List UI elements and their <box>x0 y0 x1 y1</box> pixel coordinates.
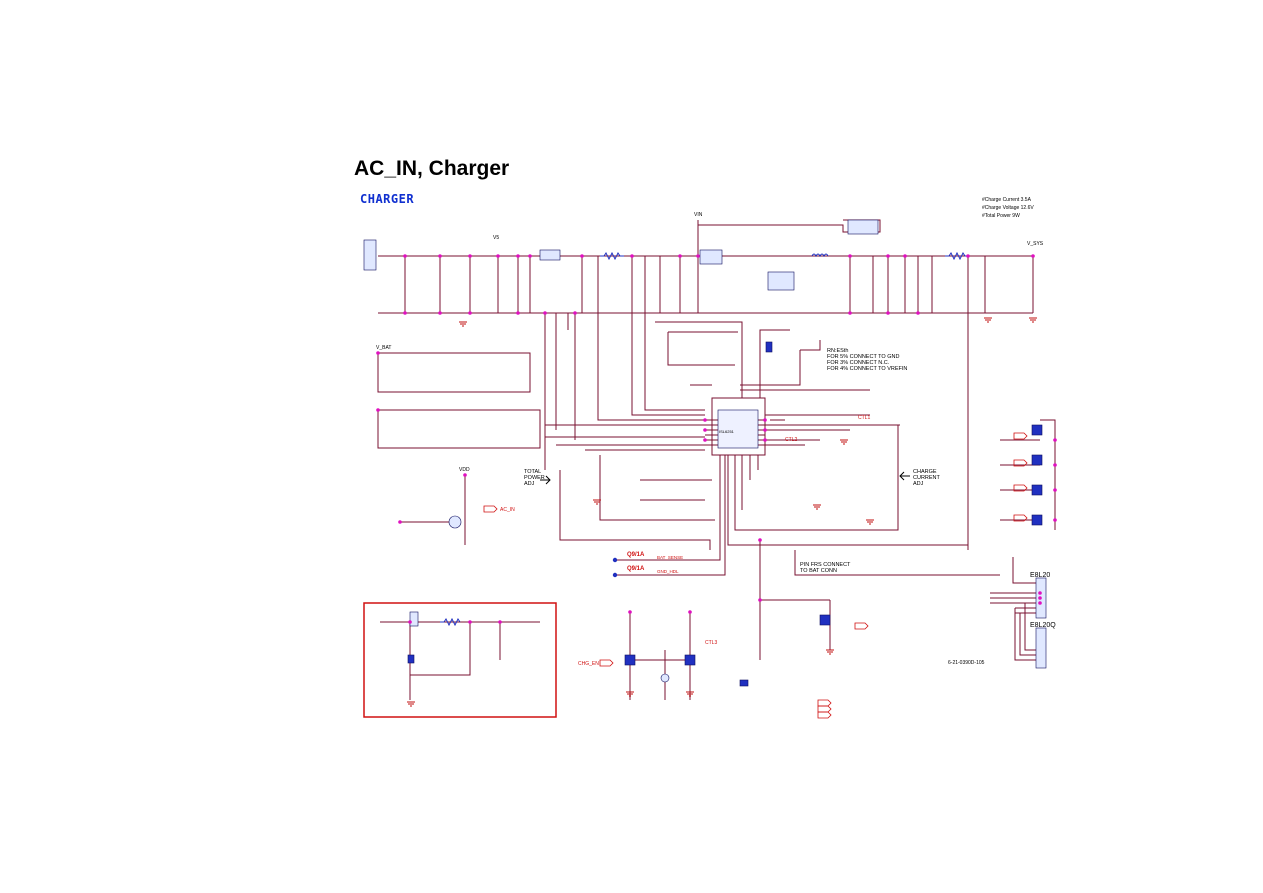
acin-net-label: AC_IN <box>500 507 515 513</box>
inductors <box>440 251 969 627</box>
ctl3-net-label: CTL3 <box>705 640 718 646</box>
bat-conn-note: PIN FRS CONNECT TO BAT CONN <box>800 562 851 574</box>
page-title: AC_IN, Charger <box>354 157 510 180</box>
total-power-adj-label: TOTAL POWER ADJ <box>524 469 545 487</box>
connector-name: E8L20Q <box>1030 622 1056 629</box>
ground-symbols <box>407 317 1037 707</box>
total-power-note: #Total Power 9W <box>982 213 1020 219</box>
charge-current-adj-label: CHARGE CURRENT ADJ <box>913 469 940 487</box>
ctl2-net-label: CTL2 <box>785 437 798 443</box>
block-title: CHARGER <box>360 192 415 206</box>
charger-ic-name: ISL6251 <box>719 429 734 434</box>
components <box>363 219 1047 687</box>
bat-sense-label: BAT_SENSE <box>657 555 684 560</box>
connector-ref: E8L20 <box>1030 572 1051 579</box>
wires <box>377 219 1056 700</box>
gnd-hdl-label: GND_HDL <box>657 569 679 574</box>
junctions <box>376 254 1057 624</box>
q9a-label-1: Q9/1A <box>627 552 645 558</box>
rail-vdd-label: VDD <box>459 467 470 473</box>
charge-voltage-note: #Charge Voltage 12.6V <box>982 205 1034 211</box>
vsys-switch-group-box <box>363 602 557 718</box>
chgen-net-label: CHG_EN <box>578 661 599 667</box>
rail-vin-label: VIN <box>694 212 703 218</box>
part-code: 6-21-0390D-105 <box>948 660 985 666</box>
rn-option-note: RN:ESth FOR 5% CONNECT TO GND FOR 3% CON… <box>827 348 908 372</box>
rail-vsys-label: V_SYS <box>1027 241 1044 247</box>
q9a-label-2: Q9/1A <box>627 566 645 572</box>
net-flags <box>483 432 1028 719</box>
rail-v5-label: V5 <box>493 235 500 241</box>
ctl1-net-label: CTL1 <box>858 415 871 421</box>
charge-current-note: #Charge Current 3.5A <box>982 197 1031 203</box>
adjust-arrows <box>540 471 910 485</box>
rail-vbat-label: V_BAT <box>376 345 392 351</box>
